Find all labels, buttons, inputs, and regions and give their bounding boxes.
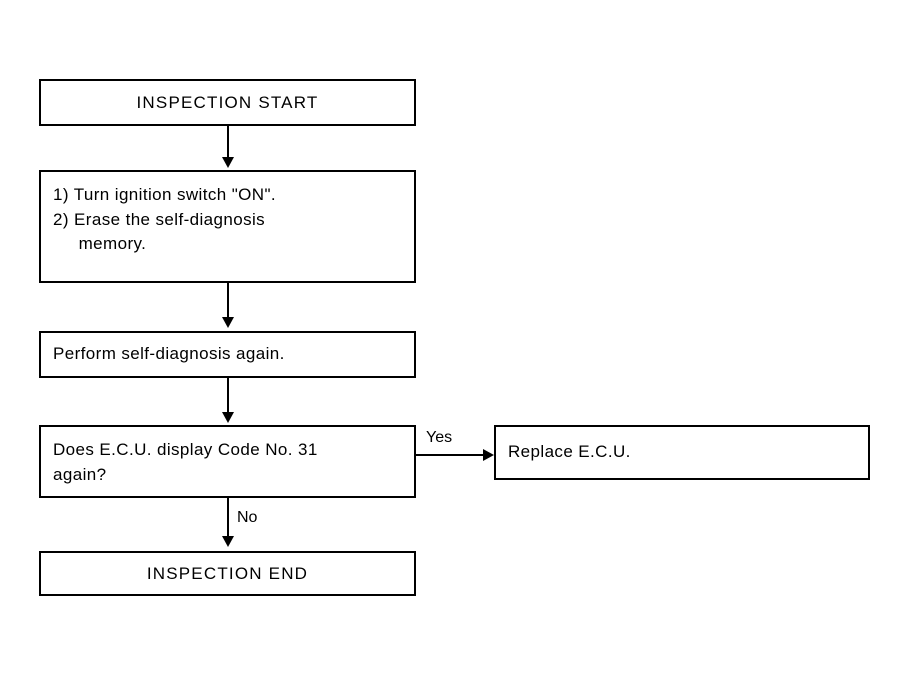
node-replace-ecu-label: Replace E.C.U. xyxy=(508,442,631,462)
edge-label-yes: Yes xyxy=(426,429,453,446)
node-decision-code-31-label: Does E.C.U. display Code No. 31 again? xyxy=(53,440,318,484)
connector-steps-to-perform-line xyxy=(227,283,229,319)
node-ignition-steps-label: 1) Turn ignition switch "ON". 2) Erase t… xyxy=(53,185,277,254)
node-inspection-end: INSPECTION END xyxy=(39,551,416,596)
connector-start-to-steps-arrowhead xyxy=(222,157,234,168)
node-perform-self-diagnosis: Perform self-diagnosis again. xyxy=(39,331,416,378)
connector-decision-to-replace-line xyxy=(416,454,484,456)
node-ignition-steps: 1) Turn ignition switch "ON". 2) Erase t… xyxy=(39,170,416,283)
node-inspection-start: INSPECTION START xyxy=(39,79,416,126)
node-decision-code-31: Does E.C.U. display Code No. 31 again? xyxy=(39,425,416,498)
connector-steps-to-perform-arrowhead xyxy=(222,317,234,328)
node-perform-self-diagnosis-label: Perform self-diagnosis again. xyxy=(53,344,285,364)
connector-decision-to-end-line xyxy=(227,498,229,538)
connector-start-to-steps-line xyxy=(227,126,229,159)
edge-label-no: No xyxy=(237,509,258,526)
node-inspection-end-label: INSPECTION END xyxy=(146,564,309,583)
node-replace-ecu: Replace E.C.U. xyxy=(494,425,870,480)
connector-perform-to-decision-arrowhead xyxy=(222,412,234,423)
node-inspection-start-label: INSPECTION START xyxy=(136,93,319,112)
connector-perform-to-decision-line xyxy=(227,378,229,414)
connector-decision-to-end-arrowhead xyxy=(222,536,234,547)
connector-decision-to-replace-arrowhead xyxy=(483,449,494,461)
